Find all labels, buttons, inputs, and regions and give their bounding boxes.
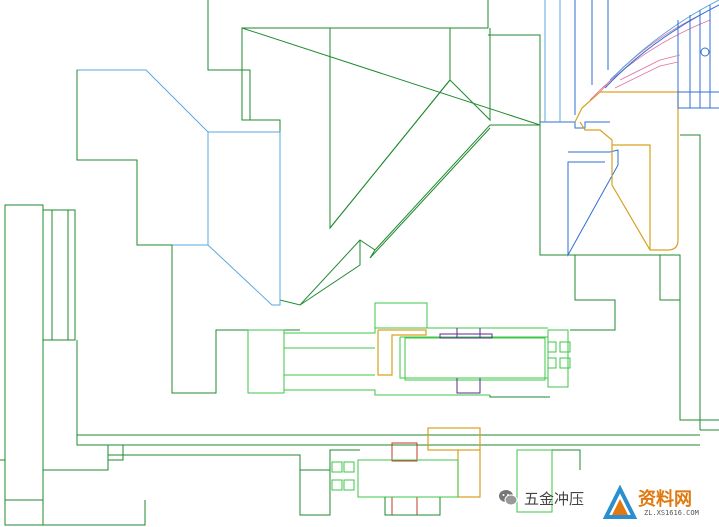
- mid-rail-bottom: [284, 389, 490, 396]
- top-right-frame: [488, 34, 541, 122]
- pink-hatch-2: [614, 61, 679, 89]
- right-die-frame-3: [680, 134, 701, 430]
- site-logo-badge: [602, 485, 638, 519]
- mid-upper-block: [374, 302, 428, 329]
- bottom-frame: [299, 449, 360, 516]
- mid-center-insert: [404, 337, 546, 381]
- bottom-red-top: [391, 442, 418, 462]
- right-die-frame-2: [660, 254, 719, 421]
- mid-left-block: [247, 329, 285, 394]
- diag-rail-2: [369, 127, 491, 259]
- right-die-frame-4: [540, 254, 680, 301]
- bottom-orange-leg: [457, 450, 481, 498]
- orange-cam-part: [574, 91, 679, 251]
- mid-right-tab-4: [559, 357, 571, 369]
- bottom-orange-part: [427, 427, 481, 451]
- orange-inner: [612, 144, 651, 250]
- pink-hatch: [619, 54, 681, 81]
- bottom-right-frame: [552, 449, 581, 470]
- watermark: 五金冲压 资料网 ZL.XS1616.COM: [498, 485, 719, 525]
- mid-orange-part: [377, 329, 427, 376]
- blue-wedge-top: [540, 121, 610, 129]
- mid-purple-bottom: [456, 378, 481, 394]
- top-frame: [450, 0, 489, 29]
- left-lower-inner: [76, 340, 700, 446]
- mid-rail-top: [284, 327, 548, 334]
- bottom-red-bottom: [391, 496, 418, 516]
- left-outer-plate: [4, 204, 44, 526]
- bottom-lower-frame: [384, 497, 441, 516]
- left-inner-plate: [42, 209, 76, 341]
- upper-wedge: [329, 28, 451, 230]
- mid-grey-dash: [439, 333, 493, 339]
- arc-line-2: [589, 19, 711, 101]
- bottom-center-insert: [357, 459, 459, 498]
- slider-body: [76, 70, 300, 394]
- bottom-tab-3: [343, 461, 355, 473]
- arc-line-4: [609, 0, 719, 81]
- bottom-tab-1: [331, 461, 343, 473]
- right-blue-lines: [677, 20, 719, 109]
- bottom-tab-4: [343, 479, 355, 491]
- watermark-logo-text: 资料网: [638, 489, 692, 510]
- watermark-text: 五金冲压: [524, 490, 585, 508]
- mid-right-tab-3: [559, 341, 571, 353]
- blue-wedge: [567, 149, 619, 257]
- top-left-frame: [207, 0, 280, 121]
- base-step: [107, 445, 124, 461]
- bolt-circle: [700, 47, 710, 57]
- left-lower-frame: [42, 340, 330, 471]
- wechat-icon: [499, 490, 518, 506]
- mid-right-tab-2: [547, 357, 557, 369]
- mid-base-2: [489, 395, 550, 398]
- bottom-right-block: [516, 449, 553, 513]
- left-lower-frame-b: [5, 499, 146, 526]
- bottom-tab-2: [331, 479, 343, 491]
- diag-rail: [299, 240, 361, 306]
- diag-rail-3: [449, 28, 491, 122]
- arc-line-3: [604, 4, 719, 89]
- upper-cavity-outline: [241, 27, 541, 306]
- mid-right-tab-1: [547, 341, 557, 353]
- arc-line-1: [599, 14, 701, 93]
- watermark-subtext: ZL.XS1616.COM: [644, 509, 699, 517]
- mid-center-outer: [399, 336, 549, 379]
- right-die-frame: [539, 122, 616, 331]
